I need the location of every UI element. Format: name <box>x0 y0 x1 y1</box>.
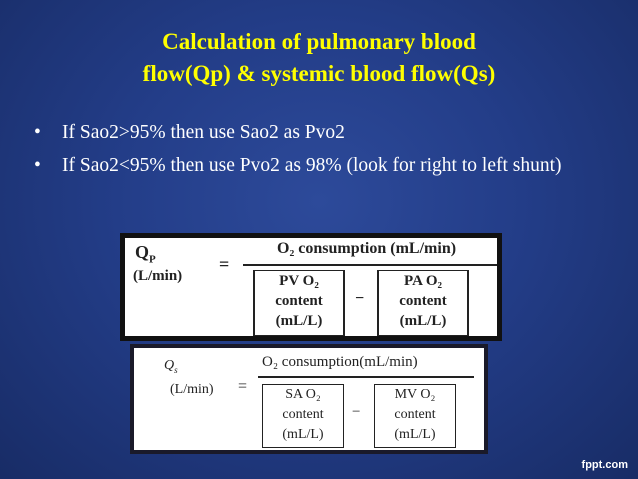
qp-lhs-unit: (L/min) <box>133 268 183 284</box>
qp-term-2-line-3: (mL/L) <box>399 313 447 329</box>
slide-title-line-2: flow(Qp) & systemic blood flow(Qs) <box>142 61 496 86</box>
qs-numerator: O₂ consumption(mL/min) <box>262 354 418 370</box>
qp-minus: − <box>355 290 365 307</box>
qs-lhs-unit: (L/min) <box>170 382 214 397</box>
qp-equals: = <box>219 254 230 274</box>
bullet-list: • If Sao2>95% then use Sao2 as Pvo2 • If… <box>34 118 606 184</box>
qs-term-2-line-1: MV O₂ <box>394 387 436 402</box>
qs-term-2-bracket: MV O₂ content (mL/L) <box>374 384 456 448</box>
bullet-marker: • <box>34 122 41 143</box>
qp-term-1-line-1: PV O₂ <box>279 273 319 289</box>
bullet-text: If Sao2>95% then use Sao2 as Pvo2 <box>62 122 345 143</box>
qp-term-2-bracket: PA O₂ content (mL/L) <box>377 270 469 336</box>
qp-numerator: O₂ consumption (mL/min) <box>277 240 457 257</box>
qp-term-2-line-2: content <box>399 293 447 309</box>
qs-fraction-line <box>258 376 474 378</box>
qp-lhs-symbol: QP <box>135 242 156 266</box>
qp-term-1-line-3: (mL/L) <box>275 313 323 329</box>
qs-minus: − <box>352 404 361 420</box>
slide-title-line-1: Calculation of pulmonary blood <box>162 29 476 54</box>
qp-fraction-line <box>243 264 497 266</box>
slide-title: Calculation of pulmonary blood flow(Qp) … <box>20 26 618 90</box>
qp-term-2-line-1: PA O₂ <box>404 273 442 289</box>
qp-lhs-subscript: P <box>149 253 156 266</box>
qs-term-1-line-2: content <box>282 407 324 422</box>
qs-term-1-line-1: SA O₂ <box>285 387 321 402</box>
qs-term-2-line-2: content <box>394 407 436 422</box>
qs-term-2-line-3: (mL/L) <box>394 427 436 442</box>
bullet-item: • If Sao2<95% then use Pvo2 as 98% (look… <box>34 151 606 180</box>
qp-formula-image: QP (L/min) = O₂ consumption (mL/min) PV … <box>120 233 502 341</box>
qs-lhs-symbol: Qs <box>164 358 178 375</box>
qs-term-1-line-3: (mL/L) <box>282 427 324 442</box>
qs-term-1-bracket: SA O₂ content (mL/L) <box>262 384 344 448</box>
qs-equals: = <box>238 378 248 395</box>
bullet-marker: • <box>34 155 41 176</box>
qp-term-1-line-2: content <box>275 293 323 309</box>
bullet-text: If Sao2<95% then use Pvo2 as 98% (look f… <box>62 155 562 176</box>
qs-lhs-subscript: s <box>174 364 178 375</box>
watermark-logo: fppt.com <box>581 459 628 471</box>
qp-term-1-bracket: PV O₂ content (mL/L) <box>253 270 345 336</box>
bullet-item: • If Sao2>95% then use Sao2 as Pvo2 <box>34 118 606 147</box>
qs-formula-image: Qs (L/min) = O₂ consumption(mL/min) SA O… <box>130 344 488 454</box>
